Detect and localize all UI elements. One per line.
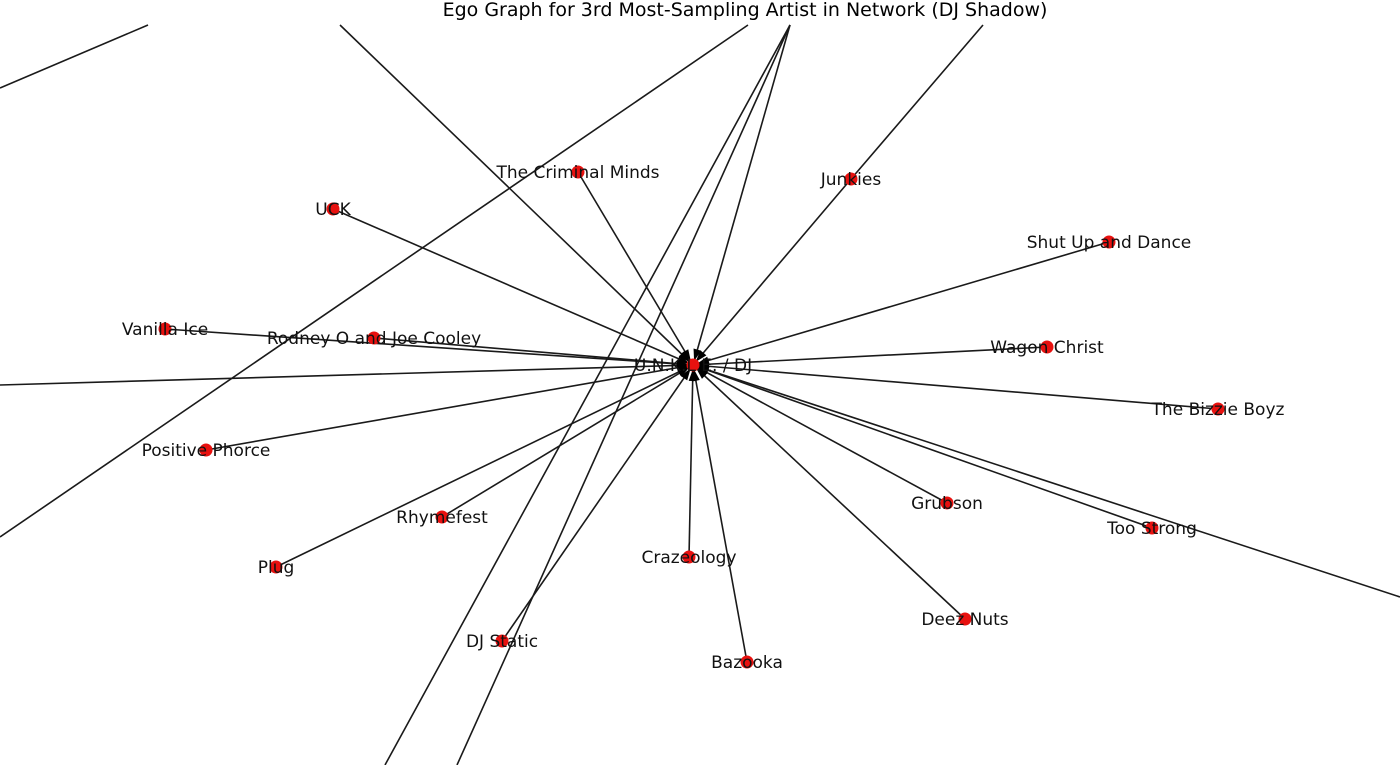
label-deez-nuts: Deez Nuts <box>921 610 1008 630</box>
node-bazooka <box>740 655 754 669</box>
label-crazeology: Crazeology <box>641 548 736 568</box>
label-bazooka: Bazooka <box>711 653 783 673</box>
edge-offscreen-2 <box>692 24 791 366</box>
node-dj-static <box>495 634 509 648</box>
center-arrowheads <box>676 348 710 382</box>
edge-uck <box>332 208 694 366</box>
label-uck: UCK <box>315 200 351 220</box>
label-junkies: Junkies <box>820 170 882 190</box>
edge-vanilla-ice <box>164 328 694 366</box>
edge-wagon-christ <box>692 346 1048 366</box>
edge-offscreen-8 <box>850 24 984 180</box>
node-crazeology <box>682 550 696 564</box>
label-plug: Plug <box>258 558 295 578</box>
node-too-strong <box>1145 521 1159 535</box>
node-deez-nuts <box>958 612 972 626</box>
node-the-bizzie-boyz <box>1211 402 1225 416</box>
nodes-layer <box>158 165 1225 669</box>
label-center: U.N.K.L.E. / DJ <box>634 356 752 376</box>
edge-rhymefest <box>441 364 694 518</box>
label-wagon-christ: Wagon Christ <box>990 338 1104 358</box>
edge-offscreen-1 <box>339 24 694 366</box>
edge-positive-phorce <box>205 364 694 451</box>
node-the-criminal-minds <box>571 165 585 179</box>
node-shut-up-and-dance <box>1102 235 1116 249</box>
graph-title: Ego Graph for 3rd Most-Sampling Artist i… <box>443 0 1048 21</box>
node-grubson <box>940 496 954 510</box>
edge-the-criminal-minds <box>577 171 694 366</box>
node-positive-phorce <box>199 443 213 457</box>
edge-junkies <box>692 178 852 366</box>
node-rhymefest <box>435 510 449 524</box>
edge-bazooka <box>692 364 748 663</box>
edge-offscreen-7 <box>0 24 749 538</box>
label-rhymefest: Rhymefest <box>396 508 488 528</box>
edge-offscreen-3 <box>692 364 1400 598</box>
label-vanilla-ice: Vanilla Ice <box>122 320 208 340</box>
edge-shut-up-and-dance <box>692 241 1110 366</box>
label-the-criminal-minds: The Criminal Minds <box>495 163 659 183</box>
edge-crazeology <box>688 364 694 558</box>
edge-too-strong <box>692 364 1153 529</box>
node-junkies <box>844 172 858 186</box>
label-too-strong: Too Strong <box>1106 519 1197 539</box>
label-grubson: Grubson <box>911 494 983 514</box>
node-vanilla-ice <box>158 322 172 336</box>
edge-offscreen-9 <box>0 24 149 89</box>
node-uck <box>326 202 340 216</box>
edge-deez-nuts <box>692 364 966 620</box>
label-shut-up-and-dance: Shut Up and Dance <box>1027 233 1192 253</box>
label-rodney-o: Rodney O and Joe Cooley <box>267 329 481 349</box>
node-wagon-christ <box>1040 340 1054 354</box>
node-rodney-o <box>367 331 381 345</box>
node-center <box>686 358 700 372</box>
edge-offscreen-5 <box>384 24 791 765</box>
edges-layer <box>0 24 1400 765</box>
edge-offscreen-4 <box>0 364 694 386</box>
edge-the-bizzie-boyz <box>692 364 1219 410</box>
label-dj-static: DJ Static <box>466 632 538 652</box>
label-the-bizzie-boyz: The Bizzie Boyz <box>1151 400 1285 420</box>
node-plug <box>269 560 283 574</box>
edge-plug <box>275 364 694 568</box>
label-positive-phorce: Positive Phorce <box>142 441 271 461</box>
edge-offscreen-6 <box>456 24 791 765</box>
edge-grubson <box>692 364 948 504</box>
